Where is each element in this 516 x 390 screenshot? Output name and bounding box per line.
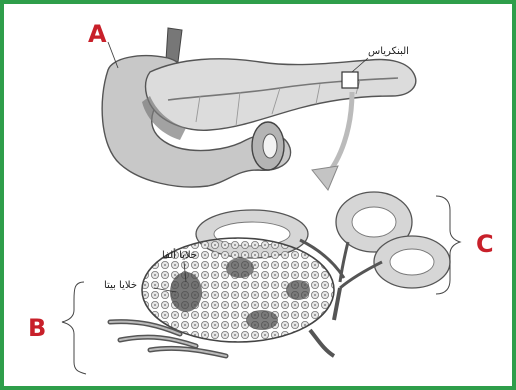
label-c: C xyxy=(476,230,494,258)
alpha-cells-label: خلايا ألفا xyxy=(162,250,197,261)
label-a: A xyxy=(88,20,107,48)
beta-cells-label: خلايا بيتا xyxy=(104,280,137,291)
bracket-b xyxy=(62,282,86,374)
zoom-arrow xyxy=(312,92,352,190)
pancreas-label: البنكرياس xyxy=(368,46,409,57)
label-b: B xyxy=(28,314,46,342)
islet-detail xyxy=(110,192,450,356)
